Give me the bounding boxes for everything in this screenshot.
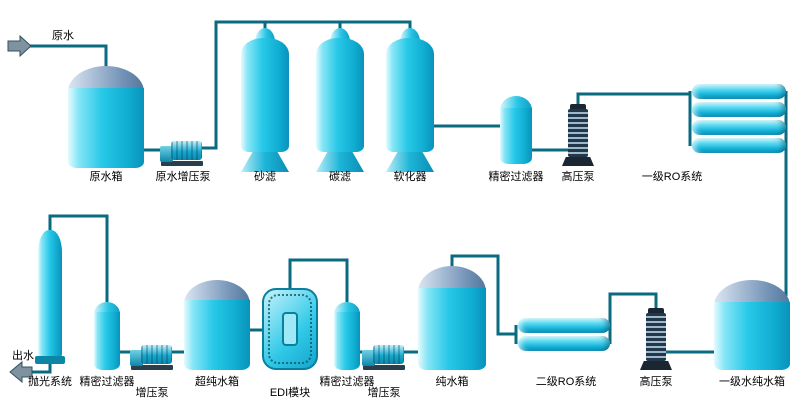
inlet-label: 原水 xyxy=(52,30,74,42)
booster-pump-b1-label: 增压泵 xyxy=(135,387,169,399)
outlet-label: 出水 xyxy=(12,350,34,362)
sand-filter-vessel xyxy=(241,28,289,172)
raw-water-booster-pump-label: 原水增压泵 xyxy=(155,171,211,183)
pipe-hppump-to-ro1 xyxy=(576,92,690,106)
sand-filter-label: 砂滤 xyxy=(254,171,276,183)
pump-base xyxy=(562,157,594,166)
vessel-body xyxy=(316,38,364,152)
stage1-pure-water-tank xyxy=(714,280,790,370)
filter-dome xyxy=(500,96,532,110)
precision-filter-top xyxy=(500,96,532,164)
precision-filter-b2-label: 精密过滤器 xyxy=(319,376,375,388)
booster-pump-b1 xyxy=(130,338,174,370)
vessel-skirt xyxy=(386,152,434,172)
filter-body xyxy=(94,312,120,370)
edi-module-label: EDI模块 xyxy=(269,387,311,399)
column-foot xyxy=(35,356,65,364)
ro-stage2-label: 二级RO系统 xyxy=(535,376,597,388)
pipe-inlet xyxy=(26,44,108,72)
tank-body xyxy=(418,288,486,370)
ro-membrane-tube xyxy=(692,138,786,153)
ro-stage1-label: 一级RO系统 xyxy=(641,171,703,183)
pump-base xyxy=(640,361,672,370)
vessel-body xyxy=(386,38,434,152)
precision-filter-b1 xyxy=(94,302,120,370)
ro-membrane-tube xyxy=(518,336,610,351)
softener-vessel xyxy=(386,28,434,172)
pure-water-tank-label: 纯水箱 xyxy=(435,376,469,388)
polishing-column xyxy=(35,230,65,370)
pipe-filter2-to-edi xyxy=(288,258,349,302)
filter-dome xyxy=(334,302,360,314)
high-pressure-pump-top-label: 高压泵 xyxy=(561,171,595,183)
pump-cap xyxy=(570,104,586,111)
pipe-ro2-to-puretank xyxy=(450,254,516,336)
filter-body xyxy=(334,312,360,370)
tank-body xyxy=(68,88,144,168)
raw-water-booster-pump xyxy=(160,134,204,166)
pump-head xyxy=(130,350,143,366)
vessel-skirt xyxy=(316,152,364,172)
pump-column xyxy=(568,109,588,157)
pump-column xyxy=(646,313,666,361)
vessel-body xyxy=(241,38,289,152)
booster-pump-b2-label: 增压泵 xyxy=(367,387,401,399)
column-body xyxy=(38,230,62,358)
vessel-skirt xyxy=(241,152,289,172)
booster-pump-b2 xyxy=(362,338,406,370)
tank-body xyxy=(184,300,250,370)
pump-head xyxy=(160,146,173,162)
ro-membrane-tube xyxy=(692,84,786,99)
pump-motor xyxy=(171,141,202,160)
stage1-pure-water-tank-label: 一级水纯水箱 xyxy=(719,376,785,388)
inlet-arrow-icon xyxy=(7,34,32,58)
filter-dome xyxy=(94,302,120,314)
softener-label: 软化器 xyxy=(393,171,427,183)
pump-base xyxy=(131,365,173,370)
raw-water-tank-label: 原水箱 xyxy=(89,171,123,183)
precision-filter-top-label: 精密过滤器 xyxy=(488,171,544,183)
ro-membrane-tube xyxy=(692,120,786,135)
carbon-filter-vessel xyxy=(316,28,364,172)
pump-motor xyxy=(373,345,404,364)
ro-stage1-membranes xyxy=(692,84,786,153)
pump-base xyxy=(161,161,203,166)
raw-water-tank xyxy=(68,66,144,168)
ultrapure-water-tank-label: 超纯水箱 xyxy=(195,376,239,388)
edi-module xyxy=(262,288,318,370)
pipe-filter1-to-polisher xyxy=(48,214,109,302)
precision-filter-b2 xyxy=(334,302,360,370)
polishing-system-label: 抛光系统 xyxy=(28,376,72,388)
pure-water-tank xyxy=(418,266,486,370)
pump-motor xyxy=(141,345,172,364)
edi-inner-frame xyxy=(268,294,312,364)
tank-body xyxy=(714,302,790,370)
edi-core xyxy=(282,312,298,346)
pipe-pump-to-filters xyxy=(202,20,412,150)
pipe-hppump2-to-ro2 xyxy=(608,292,658,326)
high-pressure-pump-bottom-label: 高压泵 xyxy=(639,376,673,388)
ro-membrane-tube xyxy=(692,102,786,117)
outlet-arrow-icon xyxy=(9,360,33,384)
pump-cap xyxy=(648,308,664,315)
filter-body xyxy=(500,108,532,164)
high-pressure-pump-top xyxy=(562,104,594,166)
pump-head xyxy=(362,350,375,366)
precision-filter-b1-label: 精密过滤器 xyxy=(79,376,135,388)
carbon-filter-label: 碳滤 xyxy=(329,171,351,183)
pump-base xyxy=(363,365,405,370)
high-pressure-pump-bottom xyxy=(640,308,672,370)
ro-stage2-membranes xyxy=(518,318,610,351)
ro-membrane-tube xyxy=(518,318,610,333)
ultrapure-water-tank xyxy=(184,280,250,370)
